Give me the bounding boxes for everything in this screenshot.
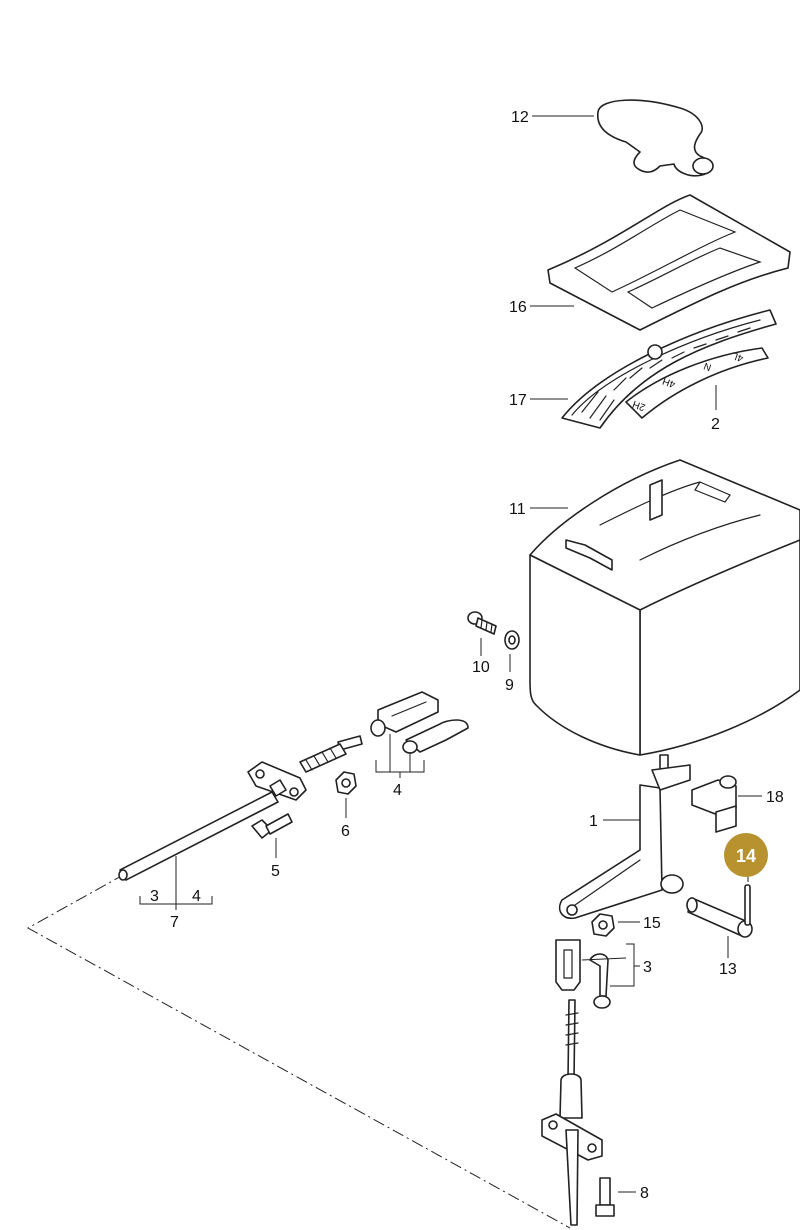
- lower-clevis: [555, 939, 611, 1009]
- bolt-5: [251, 813, 293, 839]
- callout-17: 17: [509, 392, 527, 409]
- callout-7: 7: [170, 914, 179, 931]
- callout-8: 8: [640, 1185, 649, 1202]
- scale-2h: 2H: [631, 398, 647, 413]
- screw-10: [467, 611, 497, 635]
- callout-4-left: 4: [192, 888, 201, 905]
- scale-4l: 4L: [730, 349, 745, 363]
- callout-3-left: 3: [150, 888, 159, 905]
- callout-14: 14: [736, 846, 756, 866]
- callout-15: 15: [643, 915, 661, 932]
- upper-cable: [118, 735, 363, 881]
- indicator-plate: [561, 309, 777, 429]
- callout-11: 11: [509, 501, 526, 518]
- callout-5: 5: [271, 863, 280, 880]
- gear-scale: 2H 4H N 4L: [625, 347, 769, 419]
- washer-9: [504, 630, 520, 650]
- scale-n: N: [702, 360, 713, 373]
- lower-cable: [541, 999, 603, 1226]
- callout-18: 18: [766, 789, 784, 806]
- callout-labels: 12 16 17 2 11 10 9 4 6 5 3 4 7 1 18 15 3…: [150, 109, 784, 1202]
- callout-16: 16: [509, 299, 527, 316]
- shift-knob: [597, 99, 714, 177]
- callout-3-lower: 3: [643, 959, 652, 976]
- nut-15: [591, 913, 615, 937]
- pin: [686, 897, 753, 938]
- routing-line: [26, 873, 571, 1229]
- shift-housing: [529, 459, 800, 756]
- highlight-badge-14: 14: [724, 833, 768, 877]
- callout-9: 9: [505, 677, 514, 694]
- trim-frame: [547, 194, 791, 331]
- leader-lines: [139, 115, 762, 1193]
- highlight-circle: [724, 833, 768, 877]
- callout-6: 6: [341, 823, 350, 840]
- scale-4h: 4H: [661, 375, 677, 390]
- switch: [691, 775, 737, 833]
- callout-1: 1: [589, 813, 598, 830]
- bracket: [558, 754, 691, 920]
- callout-13: 13: [719, 961, 737, 978]
- callout-4-upper: 4: [393, 782, 402, 799]
- callout-12: 12: [511, 109, 529, 126]
- callout-2: 2: [711, 416, 720, 433]
- bolt-8: [595, 1177, 615, 1217]
- upper-clevis: [370, 691, 469, 754]
- callout-10: 10: [472, 659, 490, 676]
- nut-6: [335, 771, 357, 795]
- roll-pin: [744, 884, 751, 926]
